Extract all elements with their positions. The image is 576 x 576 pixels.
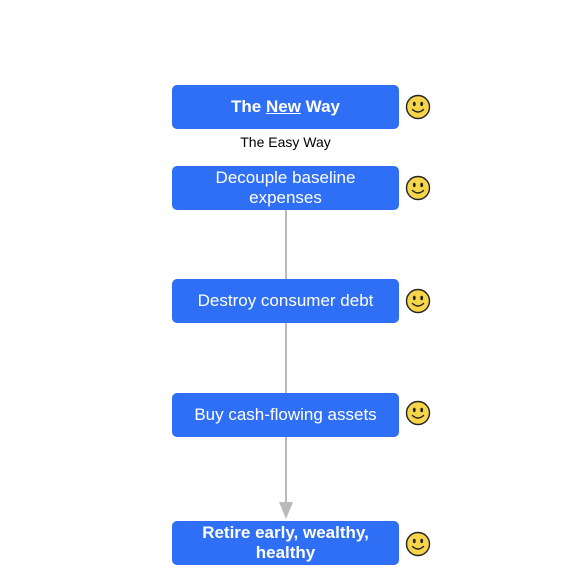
smiley-face-icon bbox=[405, 531, 431, 557]
arrowhead-icon bbox=[279, 502, 293, 519]
smiley-face-icon bbox=[405, 400, 431, 426]
title-box: The New Way bbox=[172, 85, 399, 129]
step-label: Buy cash-flowing assets bbox=[194, 405, 377, 424]
step-box-destroy-debt: Destroy consumer debt bbox=[172, 279, 399, 323]
connector-line-1 bbox=[285, 210, 287, 279]
step-box-retire: Retire early, wealthy, healthy bbox=[172, 521, 399, 565]
subtitle: The Easy Way bbox=[240, 134, 331, 150]
title-emphasis: New bbox=[265, 97, 301, 116]
smiley-face-icon bbox=[405, 175, 431, 201]
title-prefix: The bbox=[231, 97, 266, 116]
smiley-face-icon bbox=[405, 94, 431, 120]
step-box-buy-assets: Buy cash-flowing assets bbox=[172, 393, 399, 437]
title-suffix: Way bbox=[300, 97, 340, 116]
step-label: Destroy consumer debt bbox=[197, 291, 374, 310]
smiley-face-icon bbox=[405, 288, 431, 314]
connector-line-3 bbox=[285, 437, 287, 504]
step-label: Retire early, wealthy, healthy bbox=[202, 523, 369, 562]
step-label: Decouple baseline expenses bbox=[215, 168, 356, 207]
connector-line-2 bbox=[285, 323, 287, 394]
step-box-decouple: Decouple baseline expenses bbox=[172, 166, 399, 210]
